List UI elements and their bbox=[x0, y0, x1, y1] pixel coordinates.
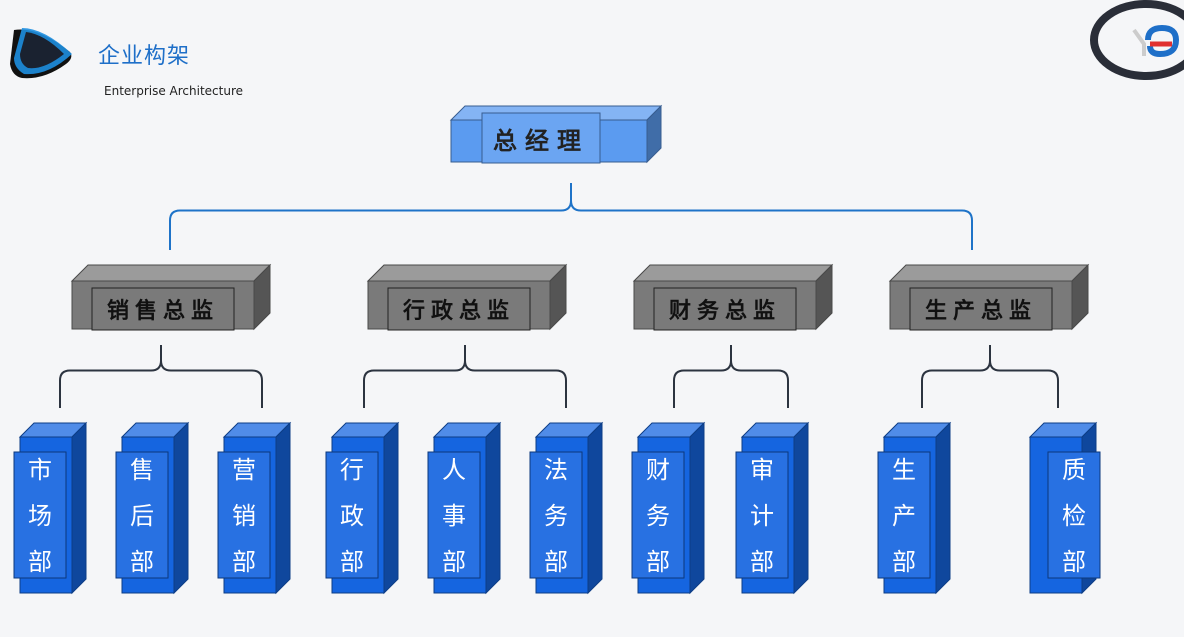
department-node: 质检部 bbox=[1028, 421, 1101, 595]
director-node: 行政总监 bbox=[366, 263, 568, 331]
department-label-char: 事 bbox=[442, 502, 466, 530]
department-node: 法务部 bbox=[529, 421, 604, 595]
department-label-char: 务 bbox=[646, 502, 670, 530]
department-node: 营销部 bbox=[217, 421, 292, 595]
logo-icon bbox=[10, 28, 72, 79]
director-connector bbox=[673, 345, 789, 408]
department-label-char: 部 bbox=[646, 548, 670, 576]
department-label-char: 市 bbox=[28, 456, 52, 484]
director-label: 财务总监 bbox=[669, 298, 781, 324]
director-connector bbox=[363, 345, 567, 408]
department-label-char: 生 bbox=[892, 456, 916, 484]
department-label-char: 销 bbox=[232, 502, 256, 530]
department-label-char: 部 bbox=[340, 548, 364, 576]
department-label-char: 部 bbox=[1062, 548, 1086, 576]
root-node: 总经理 bbox=[449, 104, 663, 164]
department-label-char: 部 bbox=[892, 548, 916, 576]
department-label-char: 营 bbox=[232, 456, 256, 484]
department-label-char: 部 bbox=[442, 548, 466, 576]
department-node: 行政部 bbox=[325, 421, 400, 595]
page-subtitle: Enterprise Architecture bbox=[104, 84, 244, 98]
director-node: 销售总监 bbox=[70, 263, 272, 331]
department-node: 财务部 bbox=[631, 421, 706, 595]
department-label-char: 售 bbox=[130, 456, 154, 484]
department-label-char: 质 bbox=[1062, 456, 1086, 484]
department-node: 人事部 bbox=[427, 421, 502, 595]
department-label-char: 检 bbox=[1062, 502, 1086, 530]
department-label-char: 财 bbox=[646, 456, 670, 484]
department-node: 市场部 bbox=[13, 421, 88, 595]
department-label-char: 场 bbox=[28, 502, 52, 530]
director-label: 生产总监 bbox=[925, 298, 1037, 324]
brand-logo-icon bbox=[1090, 0, 1184, 80]
director-label: 行政总监 bbox=[402, 298, 515, 324]
department-label-char: 后 bbox=[130, 502, 154, 530]
department-label-char: 法 bbox=[544, 456, 568, 484]
department-node: 生产部 bbox=[877, 421, 952, 595]
department-label-char: 审 bbox=[750, 456, 774, 484]
department-label-char: 部 bbox=[130, 548, 154, 576]
root-connector bbox=[169, 183, 973, 250]
department-label-char: 行 bbox=[340, 456, 364, 484]
department-label-char: 部 bbox=[544, 548, 568, 576]
department-label-char: 务 bbox=[544, 502, 568, 530]
root-label: 总经理 bbox=[493, 127, 589, 155]
department-label-char: 政 bbox=[340, 502, 364, 530]
director-label: 销售总监 bbox=[107, 298, 219, 324]
department-label-char: 部 bbox=[232, 548, 256, 576]
department-label-char: 计 bbox=[750, 502, 774, 530]
department-node: 售后部 bbox=[115, 421, 190, 595]
department-label-char: 部 bbox=[750, 548, 774, 576]
department-node: 审计部 bbox=[735, 421, 810, 595]
director-connector bbox=[921, 345, 1059, 408]
director-node: 生产总监 bbox=[888, 263, 1090, 331]
director-node: 财务总监 bbox=[632, 263, 834, 331]
director-connector bbox=[59, 345, 263, 408]
page-title: 企业构架 bbox=[98, 44, 191, 69]
department-label-char: 产 bbox=[892, 502, 916, 530]
department-label-char: 部 bbox=[28, 548, 52, 576]
department-label-char: 人 bbox=[442, 456, 466, 484]
